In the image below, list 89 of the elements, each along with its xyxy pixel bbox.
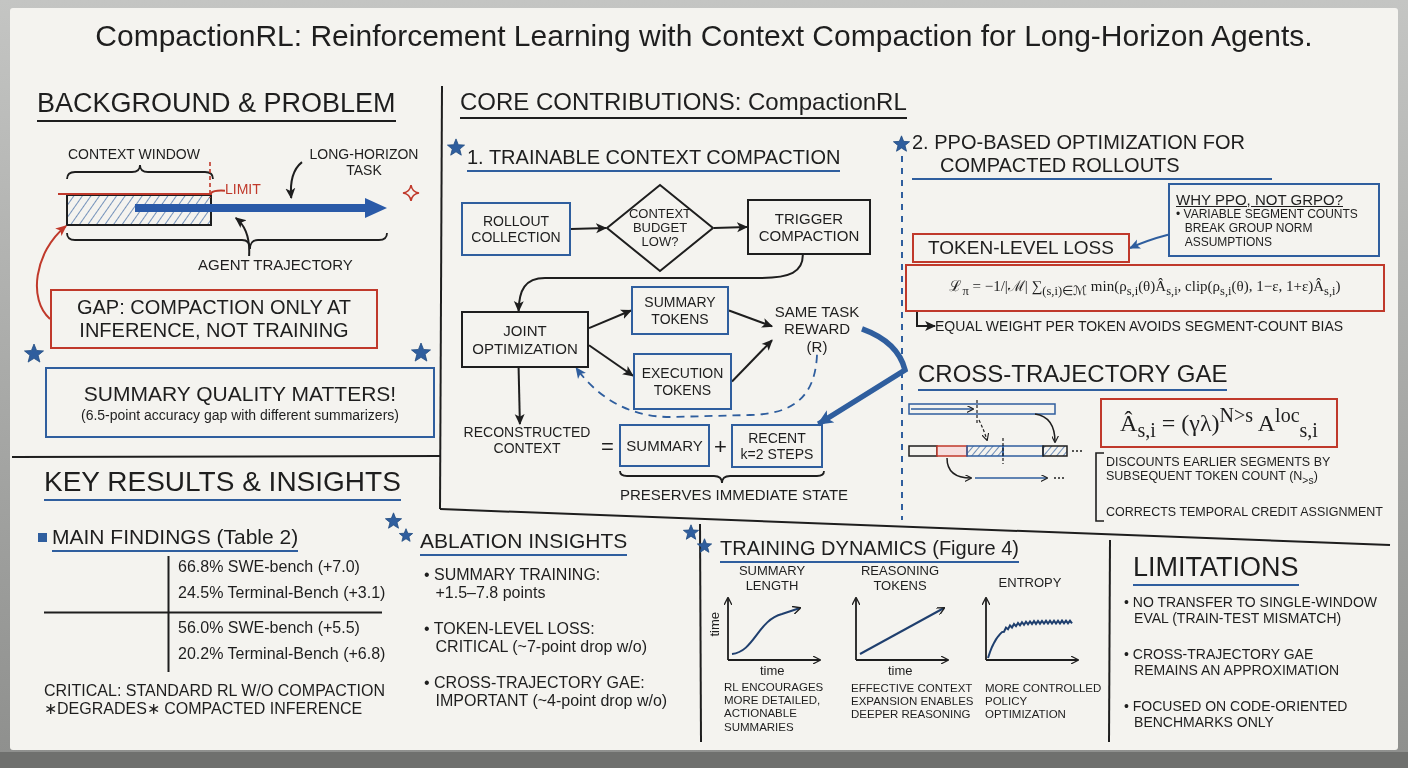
heading-box bbox=[912, 233, 1130, 263]
subsection-heading: 1. TRAINABLE CONTEXT COMPACTION bbox=[467, 146, 841, 172]
process-label: ROLLOUT COLLECTION bbox=[470, 212, 562, 246]
subsection-heading: ABLATION INSIGHTS bbox=[420, 529, 628, 557]
axis-label: time bbox=[760, 664, 785, 679]
bullet-text: • SUMMARY TRAINING: +1.5–7.8 points bbox=[424, 566, 602, 603]
arrow bbox=[514, 254, 804, 313]
bullet-text: • NO TRANSFER TO SINGLE-WINDOW EVAL (TRAIN-TEST MISMATCH) bbox=[1124, 594, 1379, 627]
bullet-text: • VARIABLE SEGMENT COUNTS BREAK GROUP NORM ASSUMPTIONS bbox=[1176, 207, 1359, 250]
result-value: 20.2% Terminal-Bench (+6.8) bbox=[178, 645, 386, 664]
gap-callout-box bbox=[50, 289, 378, 349]
arrow bbox=[713, 222, 749, 233]
callout-text: (6.5-point accuracy gap with different summarizers) bbox=[81, 406, 399, 423]
result-value: 24.5% Terminal-Bench (+3.1) bbox=[178, 584, 386, 603]
subsection-heading: MAIN FINDINGS (Table 2) bbox=[52, 525, 299, 553]
component-label: SUMMARY bbox=[626, 436, 703, 455]
decision-label: CONTEXT BUDGET LOW? bbox=[627, 206, 693, 250]
annotation-label: AGENT TRAJECTORY bbox=[198, 256, 353, 274]
context-label: RECONSTRUCTED CONTEXT bbox=[456, 424, 598, 457]
axis-label: time bbox=[708, 612, 723, 637]
arrow bbox=[588, 344, 634, 377]
note-text: CORRECTS TEMPORAL CREDIT ASSIGNMENT bbox=[1106, 505, 1383, 520]
bullet-text: • TOKEN-LEVEL LOSS: CRITICAL (~7-point drop w/o) bbox=[424, 620, 648, 657]
critical-note: CRITICAL: STANDARD RL W/O COMPACTION ∗DEGRADES∗ COMPACTED INFERENCE bbox=[44, 682, 387, 719]
arrow bbox=[570, 223, 608, 234]
subsection-heading: 2. PPO-BASED OPTIMIZATION FOR COMPACTED ROLLOUTS bbox=[912, 131, 1272, 180]
process-box bbox=[631, 286, 729, 335]
loss-heading: TOKEN-LEVEL LOSS bbox=[928, 237, 1114, 259]
callout-heading: SUMMARY QUALITY MATTERS! bbox=[83, 382, 397, 407]
hook-arrow bbox=[916, 311, 937, 331]
subsection-heading: CROSS-TRAJECTORY GAE bbox=[918, 360, 1228, 391]
annotation-label: LONG-HORIZON TASK bbox=[302, 146, 426, 179]
trajectory-arrow bbox=[135, 198, 387, 218]
bullet-text: • CROSS-TRAJECTORY GAE REMAINS AN APPROXIMATION bbox=[1124, 646, 1341, 679]
diagram-title: CompactionRL: Reinforcement Learning with Context Compaction for Long-Horizon Agents. bbox=[94, 18, 1314, 54]
note-box bbox=[1168, 183, 1380, 257]
process-label: EXECUTION TOKENS bbox=[641, 365, 724, 398]
component-box bbox=[619, 424, 710, 467]
annotation-label: CONTEXT WINDOW bbox=[68, 146, 200, 163]
axis-label: time bbox=[888, 664, 913, 679]
leader-arrow bbox=[285, 161, 303, 200]
dashed-arrow bbox=[575, 353, 818, 418]
brace-caption: PRESERVES IMMEDIATE STATE bbox=[620, 486, 849, 504]
section-heading: CORE CONTRIBUTIONS: CompactionRL bbox=[460, 88, 907, 119]
component-box bbox=[731, 424, 823, 468]
leader-line bbox=[210, 189, 226, 194]
formula-text: ℒ$_{π}$ = −1/|ℳ| ∑$_{(s,i)∈ℳ}$ min(ρ$_{s,i}$(θ)Â$_{s,i}$, clip(ρ$_{s,i}$(θ), 1−ε, 1+ε)Â$_{s,i}$) bbox=[949, 277, 1341, 299]
process-box bbox=[461, 311, 589, 368]
chart-caption: RL ENCOURAGES MORE DETAILED, ACTIONABLE SUMMARIES bbox=[724, 681, 825, 734]
arrow bbox=[731, 339, 773, 383]
leader-arrow bbox=[234, 217, 251, 257]
pen-arrow bbox=[816, 326, 908, 427]
process-label: JOINT OPTIMIZATION bbox=[471, 322, 579, 357]
formula-box bbox=[1100, 398, 1338, 448]
section-heading: KEY RESULTS & INSIGHTS bbox=[44, 466, 401, 502]
limit-label: LIMIT bbox=[225, 181, 261, 198]
result-value: 66.8% SWE-bench (+7.0) bbox=[178, 558, 360, 577]
decision-diamond bbox=[606, 184, 714, 272]
chart-title: SUMMARY LENGTH bbox=[737, 564, 807, 594]
bullet-text: • FOCUSED ON CODE-ORIENTED BENCHMARKS ONLY bbox=[1124, 698, 1349, 731]
section-heading: BACKGROUND & PROBLEM bbox=[37, 88, 396, 123]
process-box bbox=[633, 353, 732, 410]
formula-box bbox=[905, 264, 1385, 312]
chart-caption: EFFECTIVE CONTEXT EXPANSION ENABLES DEEPER REASONING bbox=[851, 682, 975, 722]
callout-text: GAP: COMPACTION ONLY AT INFERENCE, NOT TRAINING bbox=[75, 296, 353, 342]
note-text: EQUAL WEIGHT PER TOKEN AVOIDS SEGMENT-COUNT BIAS bbox=[935, 318, 1344, 335]
arrow bbox=[728, 309, 774, 328]
section-heading: LIMITATIONS bbox=[1133, 552, 1299, 587]
note-heading: WHY PPO, NOT GRPO? bbox=[1176, 190, 1343, 208]
process-box bbox=[747, 199, 871, 255]
arrow bbox=[514, 367, 525, 426]
process-label: SUMMARY TOKENS bbox=[643, 294, 717, 327]
bullet-text: • CROSS-TRAJECTORY GAE: IMPORTANT (~4-point drop w/o) bbox=[424, 674, 669, 711]
arrow bbox=[35, 225, 67, 320]
chart-caption: MORE CONTROLLED POLICY OPTIMIZATION bbox=[985, 682, 1103, 722]
note-text: DISCOUNTS EARLIER SEGMENTS BY SUBSEQUENT TOKEN COUNT (N$_{>s}$) bbox=[1106, 455, 1332, 487]
chart-title: REASONING TOKENS bbox=[860, 564, 940, 594]
arrow bbox=[588, 309, 632, 330]
reward-label: SAME TASK REWARD (R) bbox=[772, 303, 862, 355]
result-value: 56.0% SWE-bench (+5.5) bbox=[178, 619, 360, 638]
plus-sign: + bbox=[714, 434, 727, 460]
process-label: TRIGGER COMPACTION bbox=[757, 209, 861, 245]
component-label: RECENT k=2 STEPS bbox=[739, 429, 815, 463]
chart-title: ENTROPY bbox=[997, 576, 1063, 591]
subsection-heading: TRAINING DYNAMICS (Figure 4) bbox=[720, 537, 1019, 563]
process-box bbox=[461, 202, 571, 256]
insight-box bbox=[45, 367, 435, 438]
equals-sign: = bbox=[601, 434, 614, 460]
arrow bbox=[1129, 233, 1169, 249]
